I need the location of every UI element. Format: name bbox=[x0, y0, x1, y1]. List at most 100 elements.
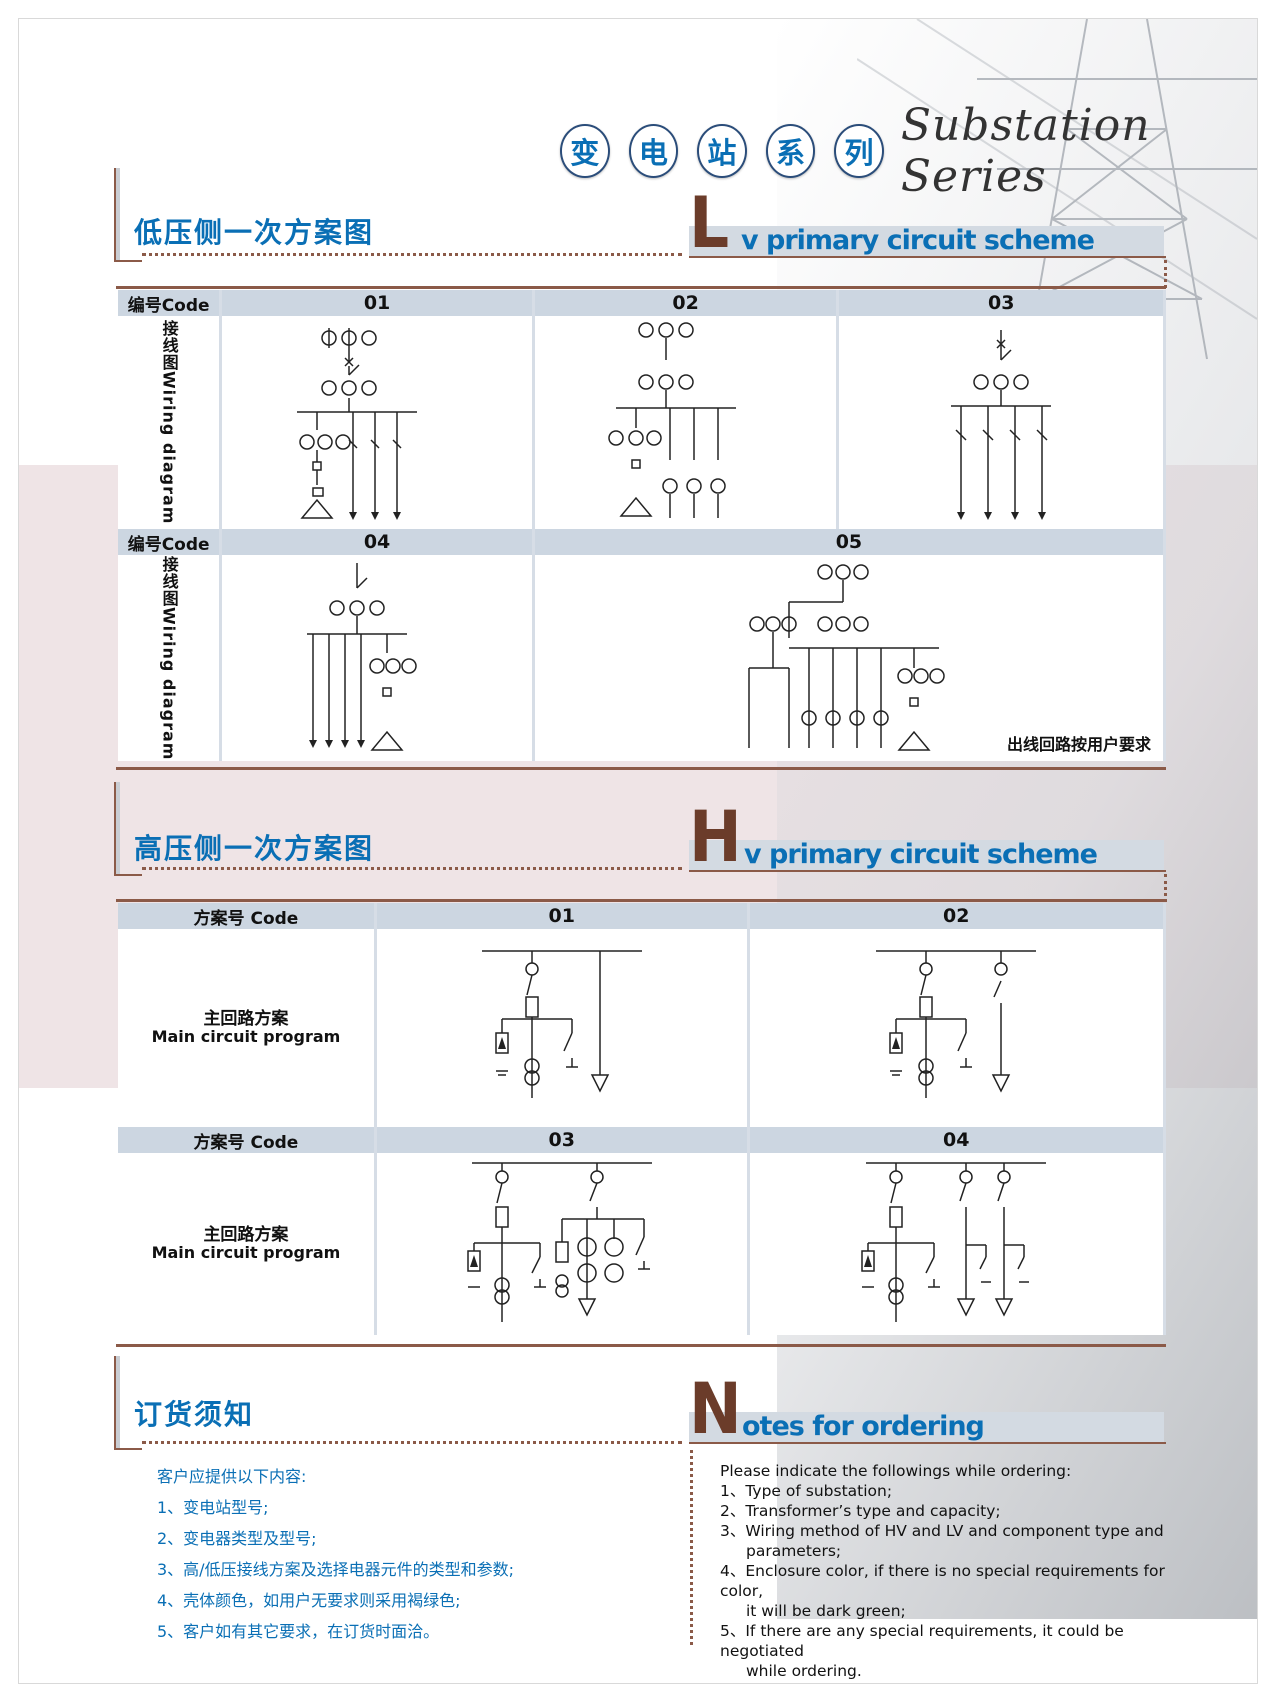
list-item: parameters; bbox=[746, 1542, 842, 1560]
lv-big-letter: L bbox=[689, 182, 730, 264]
section-line bbox=[114, 874, 142, 876]
lv-scheme-table: 编号Code 01 02 03 接线图Wiring diagram bbox=[118, 290, 1167, 761]
hv-section-header: 高压侧一次方案图 H v primary circuit scheme bbox=[114, 782, 1167, 902]
section-bar bbox=[114, 168, 120, 262]
list-item: 3、Wiring method of HV and LV and compone… bbox=[720, 1522, 1164, 1540]
lv-cn-title: 低压侧一次方案图 bbox=[134, 216, 375, 249]
dotted-rule bbox=[1164, 260, 1167, 288]
circuit-diagram bbox=[466, 1161, 652, 1322]
header-char: 变 bbox=[560, 124, 610, 178]
header-char: 系 bbox=[765, 124, 816, 178]
table-row: 接线图Wiring diagram 出线回路按用户 bbox=[118, 555, 1167, 761]
dotted-rule bbox=[142, 1441, 682, 1444]
code-label: 方案号 Code bbox=[118, 903, 377, 929]
dotted-rule bbox=[142, 867, 682, 870]
main-circuit-en: Main circuit program bbox=[151, 1243, 341, 1262]
circuit-diagram bbox=[876, 950, 1037, 1098]
lv-en-title: v primary circuit scheme bbox=[741, 225, 1095, 256]
title-band bbox=[689, 226, 1164, 256]
scheme-code: 05 bbox=[533, 529, 1167, 555]
diagram-cell bbox=[220, 316, 535, 529]
main-circuit-en: Main circuit program bbox=[151, 1027, 341, 1046]
section-bar bbox=[114, 1356, 120, 1450]
list-item: 4、Enclosure color, if there is no specia… bbox=[720, 1562, 1165, 1600]
table-rule bbox=[116, 899, 1166, 902]
title-band bbox=[689, 1412, 1164, 1442]
main-circuit-cn: 主回路方案 bbox=[203, 1225, 289, 1245]
lv-section-header: 低压侧一次方案图 L v primary circuit scheme bbox=[114, 168, 1167, 288]
header-char: 电 bbox=[628, 124, 679, 178]
list-item: Please indicate the followings while ord… bbox=[720, 1462, 1072, 1480]
hv-cn-title: 高压侧一次方案图 bbox=[134, 832, 375, 865]
table-row: 接线图Wiring diagram bbox=[118, 316, 1166, 529]
page-header: 变 电 站 系 列 Substation Series bbox=[560, 100, 1275, 202]
scheme-code: 03 bbox=[375, 1127, 750, 1153]
scheme-code: 02 bbox=[533, 290, 840, 316]
section-line bbox=[114, 1356, 116, 1450]
list-item: 2、变电器类型及型号; bbox=[157, 1529, 317, 1548]
list-item: 5、If there are any special requirements,… bbox=[720, 1622, 1124, 1660]
lv-note: 出线回路按用户要求 bbox=[1006, 735, 1151, 754]
diagram-cell bbox=[837, 316, 1166, 529]
table-rule bbox=[116, 286, 1166, 289]
main-circuit-cn: 主回路方案 bbox=[203, 1009, 289, 1029]
list-item: 1、Type of substation; bbox=[720, 1482, 893, 1500]
list-item: 5、客户如有其它要求，在订货时面洽。 bbox=[157, 1622, 440, 1641]
section-line bbox=[689, 256, 1166, 258]
section-line bbox=[689, 870, 1166, 872]
wiring-label: 接线图Wiring diagram bbox=[159, 555, 179, 761]
scheme-code: 03 bbox=[837, 290, 1166, 316]
circuit-diagram bbox=[481, 950, 642, 1098]
wiring-label-cell: 接线图Wiring diagram bbox=[118, 555, 223, 761]
wiring-diagram bbox=[748, 564, 945, 751]
section-line bbox=[114, 168, 116, 262]
wiring-label: 接线图Wiring diagram bbox=[159, 320, 179, 525]
diagram-cell bbox=[220, 555, 535, 761]
diagram-cell bbox=[533, 316, 840, 529]
section-line bbox=[114, 1448, 142, 1450]
title-band bbox=[689, 840, 1164, 870]
list-item: 4、壳体颜色，如用户无要求则采用褐绿色; bbox=[157, 1591, 461, 1610]
table-header-row: 编号Code 01 02 03 bbox=[118, 290, 1166, 316]
scheme-code: 04 bbox=[220, 529, 535, 555]
dotted-rule bbox=[690, 1450, 693, 1645]
list-item: while ordering. bbox=[746, 1662, 862, 1680]
section-line bbox=[689, 1442, 1166, 1444]
table-header-row: 编号Code 04 05 bbox=[118, 529, 1167, 555]
list-item: 1、变电站型号; bbox=[157, 1498, 269, 1517]
notes-big-letter: N bbox=[689, 1368, 742, 1450]
wiring-diagram bbox=[607, 322, 736, 518]
hv-big-letter: H bbox=[689, 796, 742, 878]
scheme-code: 04 bbox=[748, 1127, 1167, 1153]
list-item: 2、Transformer’s type and capacity; bbox=[720, 1502, 1001, 1520]
section-line bbox=[114, 782, 116, 876]
list-item: 3、高/低压接线方案及选择电器元件的类型和参数; bbox=[157, 1560, 514, 1579]
table-rule bbox=[116, 767, 1166, 770]
table-header-row: 方案号 Code 01 02 bbox=[118, 903, 1167, 929]
diagram-cell: 出线回路按用户要求 bbox=[533, 555, 1167, 761]
wiring-diagram bbox=[951, 330, 1052, 520]
table-rule bbox=[116, 1344, 1166, 1347]
notes-en-title: otes for ordering bbox=[742, 1411, 985, 1442]
code-label: 方案号 Code bbox=[118, 1127, 377, 1153]
list-item: it will be dark green; bbox=[746, 1602, 906, 1620]
hv-en-title: v primary circuit scheme bbox=[744, 839, 1098, 870]
notes-cn-list: 客户应提供以下内容: 1、变电站型号; 2、变电器类型及型号; 3、高/低压接线… bbox=[157, 1463, 514, 1649]
notes-cn-title: 订货须知 bbox=[134, 1398, 255, 1431]
circuit-diagram bbox=[861, 1161, 1047, 1322]
scheme-code: 01 bbox=[220, 290, 535, 316]
scheme-code: 01 bbox=[375, 903, 750, 929]
list-item: 客户应提供以下内容: bbox=[157, 1467, 307, 1486]
diagram-cell bbox=[375, 929, 750, 1127]
header-char: 站 bbox=[697, 124, 747, 178]
code-label: 编号Code bbox=[118, 529, 223, 555]
code-label: 编号Code bbox=[118, 290, 223, 316]
diagram-cell bbox=[748, 1153, 1167, 1335]
header-en-title: Substation Series bbox=[900, 100, 1151, 202]
wiring-label-cell: 接线图Wiring diagram bbox=[118, 316, 223, 529]
